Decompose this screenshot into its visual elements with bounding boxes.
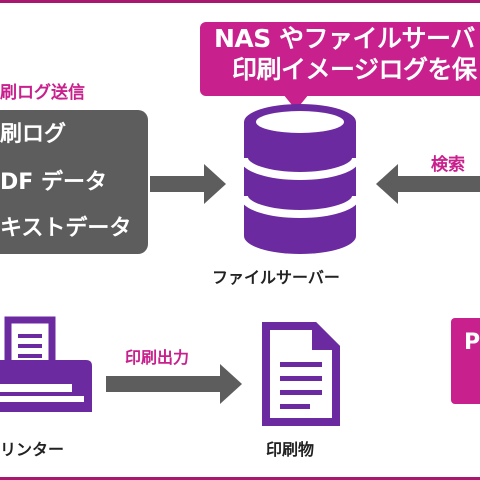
callout-line-2: 印刷イメージログを保 xyxy=(232,55,477,84)
document-icon xyxy=(262,322,340,426)
send-log-label: 刷ログ送信 xyxy=(0,83,85,103)
printer-caption: リンター xyxy=(0,440,65,459)
callout-bubble xyxy=(200,22,480,96)
data-item-pdf-data: DF データ xyxy=(0,170,107,195)
top-border xyxy=(0,0,480,3)
arrow-print-output xyxy=(106,364,242,404)
bottom-border xyxy=(0,477,480,480)
data-item-print-log: 刷ログ xyxy=(0,122,67,147)
pdf-box-letter: P xyxy=(464,330,480,355)
data-box xyxy=(0,110,148,254)
arrow-from-search xyxy=(376,164,480,204)
callout-line-1: NAS やファイルサーバ xyxy=(214,24,475,53)
data-item-text-data: キストデータ xyxy=(0,216,132,241)
database-icon xyxy=(240,104,360,254)
server-caption: ファイルサーバー xyxy=(212,268,340,287)
printer-icon xyxy=(0,316,92,412)
pdf-box xyxy=(451,318,480,404)
search-label: 検索 xyxy=(431,155,465,175)
print-output-label: 印刷出力 xyxy=(125,348,190,367)
printed-matter-caption: 印刷物 xyxy=(266,440,315,459)
arrow-to-server xyxy=(150,164,226,204)
